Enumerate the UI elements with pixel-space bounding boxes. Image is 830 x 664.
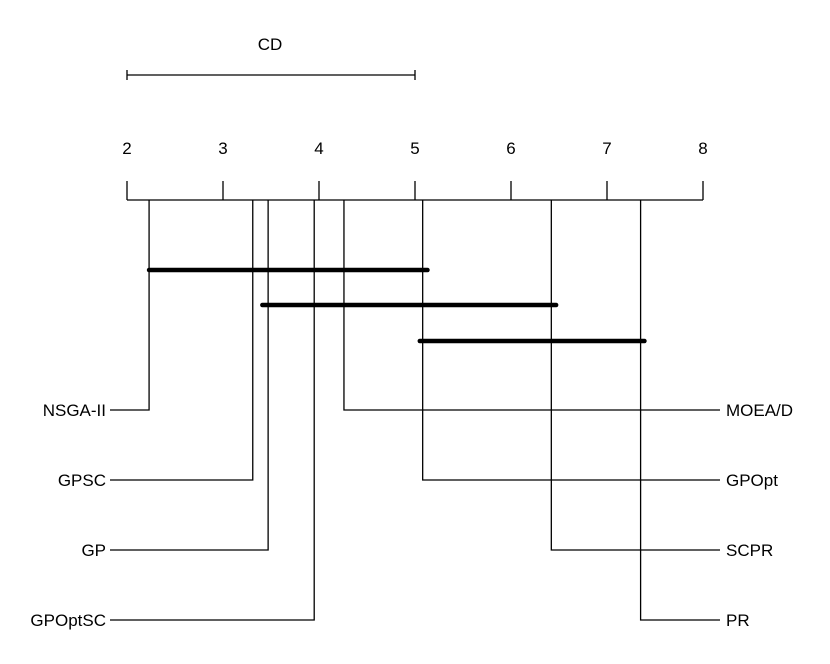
method-label: GPSC [58,471,106,490]
method-line [110,200,315,621]
method-line [110,200,150,411]
tick-label: 6 [506,139,515,158]
clique-bars [146,267,647,344]
tick-label: 3 [218,139,227,158]
method-line [110,200,269,551]
method-line [110,200,254,481]
method-line [343,200,720,411]
tick-label: 4 [314,139,323,158]
method-label: GPOpt [726,471,778,490]
tick-label: 8 [698,139,707,158]
tick-label: 5 [410,139,419,158]
tick-label: 7 [602,139,611,158]
method-label: SCPR [726,541,773,560]
cd-bar [126,70,416,80]
method-line [550,200,720,551]
method-line [422,200,720,481]
method-label: GPOptSC [30,611,106,630]
method-line [639,200,720,621]
method-label: NSGA-II [43,401,106,420]
method-label: PR [726,611,750,630]
rank-axis: 2 3 4 5 6 7 8 [122,139,708,201]
method-label: GP [81,541,106,560]
tick-label: 2 [122,139,131,158]
cd-title: CD [258,35,283,54]
method-label: MOEA/D [726,401,793,420]
